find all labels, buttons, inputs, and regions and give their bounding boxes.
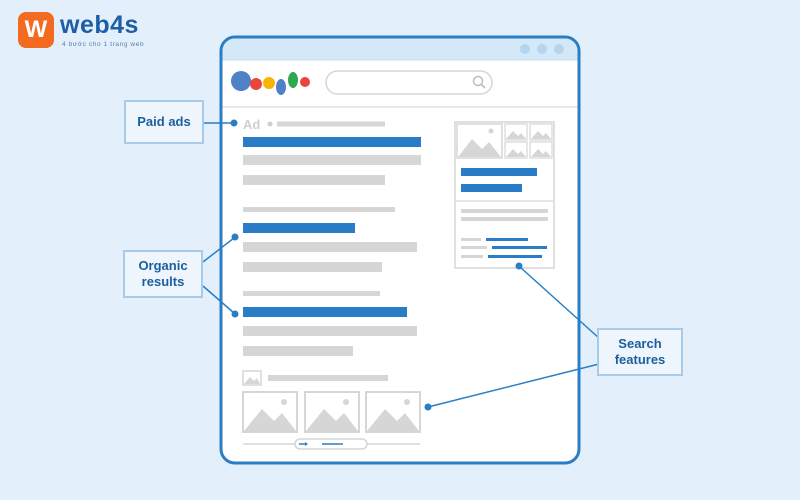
knowledge-panel <box>454 121 555 269</box>
ad-title-link[interactable] <box>243 137 421 147</box>
paid-ads-text: Paid ads <box>137 114 191 129</box>
panel-fact-key <box>461 255 483 258</box>
organic-url-line <box>243 207 395 212</box>
connector-search-features <box>424 262 601 411</box>
arrow-right-icon <box>299 442 308 446</box>
image-carousel <box>242 370 421 450</box>
carousel-image[interactable] <box>365 391 421 433</box>
ad-dot <box>267 121 273 127</box>
organic-title-link[interactable] <box>243 307 407 317</box>
ad-desc-line <box>243 175 385 185</box>
features-text-line: Search <box>618 336 662 351</box>
connector-organic <box>202 233 239 318</box>
carousel-heading-line <box>268 375 388 381</box>
panel-fact-value[interactable] <box>488 255 542 258</box>
window-control-dot[interactable] <box>520 44 530 54</box>
brand-slogan: 4 bước cho 1 trang web <box>62 41 145 48</box>
logo-dot <box>288 72 298 88</box>
panel-fact-key <box>461 238 481 241</box>
organic-text-line: Organic <box>138 258 188 273</box>
features-text-line: features <box>614 352 666 367</box>
panel-fact-value[interactable] <box>486 238 528 241</box>
logo-dot <box>300 77 310 87</box>
logo-dot <box>276 79 286 95</box>
ad-url-line <box>277 121 385 127</box>
brand-name: web4s <box>60 11 139 39</box>
search-features-label: Search features <box>597 328 683 376</box>
panel-desc-line <box>461 217 548 221</box>
connector-paid-ads <box>204 119 238 127</box>
logo-dot <box>263 77 275 89</box>
panel-thumbnail[interactable] <box>529 123 553 141</box>
organic-results-label: Organic results <box>123 250 203 298</box>
brand-logo: W web4s 4 bước cho 1 trang web <box>18 11 178 52</box>
panel-thumbnail[interactable] <box>504 123 528 141</box>
carousel-image[interactable] <box>304 391 360 433</box>
panel-subtitle-link[interactable] <box>461 184 522 192</box>
logo-dot <box>231 71 251 91</box>
organic-desc-line <box>243 326 417 336</box>
search-icon[interactable] <box>472 75 486 89</box>
panel-thumbnail[interactable] <box>504 141 528 159</box>
organic-desc-line <box>243 242 417 252</box>
panel-title-link[interactable] <box>461 168 537 176</box>
ad-tag: Ad <box>243 117 260 132</box>
panel-main-image[interactable] <box>456 123 503 159</box>
organic-url-line <box>243 291 380 296</box>
window-control-dot[interactable] <box>537 44 547 54</box>
panel-fact-key <box>461 246 487 249</box>
organic-text-line: results <box>141 274 185 289</box>
image-icon <box>242 370 262 386</box>
search-engine-logo <box>231 71 310 95</box>
search-input[interactable] <box>325 70 493 95</box>
brand-badge: W <box>18 12 54 48</box>
organic-desc-line <box>243 346 353 356</box>
paid-ads-label: Paid ads <box>124 100 204 144</box>
ad-desc-line <box>243 155 421 165</box>
carousel-image[interactable] <box>242 391 298 433</box>
panel-desc-line <box>461 209 548 213</box>
organic-title-link[interactable] <box>243 223 355 233</box>
panel-fact-value[interactable] <box>492 246 547 249</box>
panel-thumbnail[interactable] <box>529 141 553 159</box>
browser-titlebar <box>222 38 578 60</box>
logo-dot <box>250 78 262 90</box>
window-control-dot[interactable] <box>554 44 564 54</box>
organic-desc-line <box>243 262 382 272</box>
